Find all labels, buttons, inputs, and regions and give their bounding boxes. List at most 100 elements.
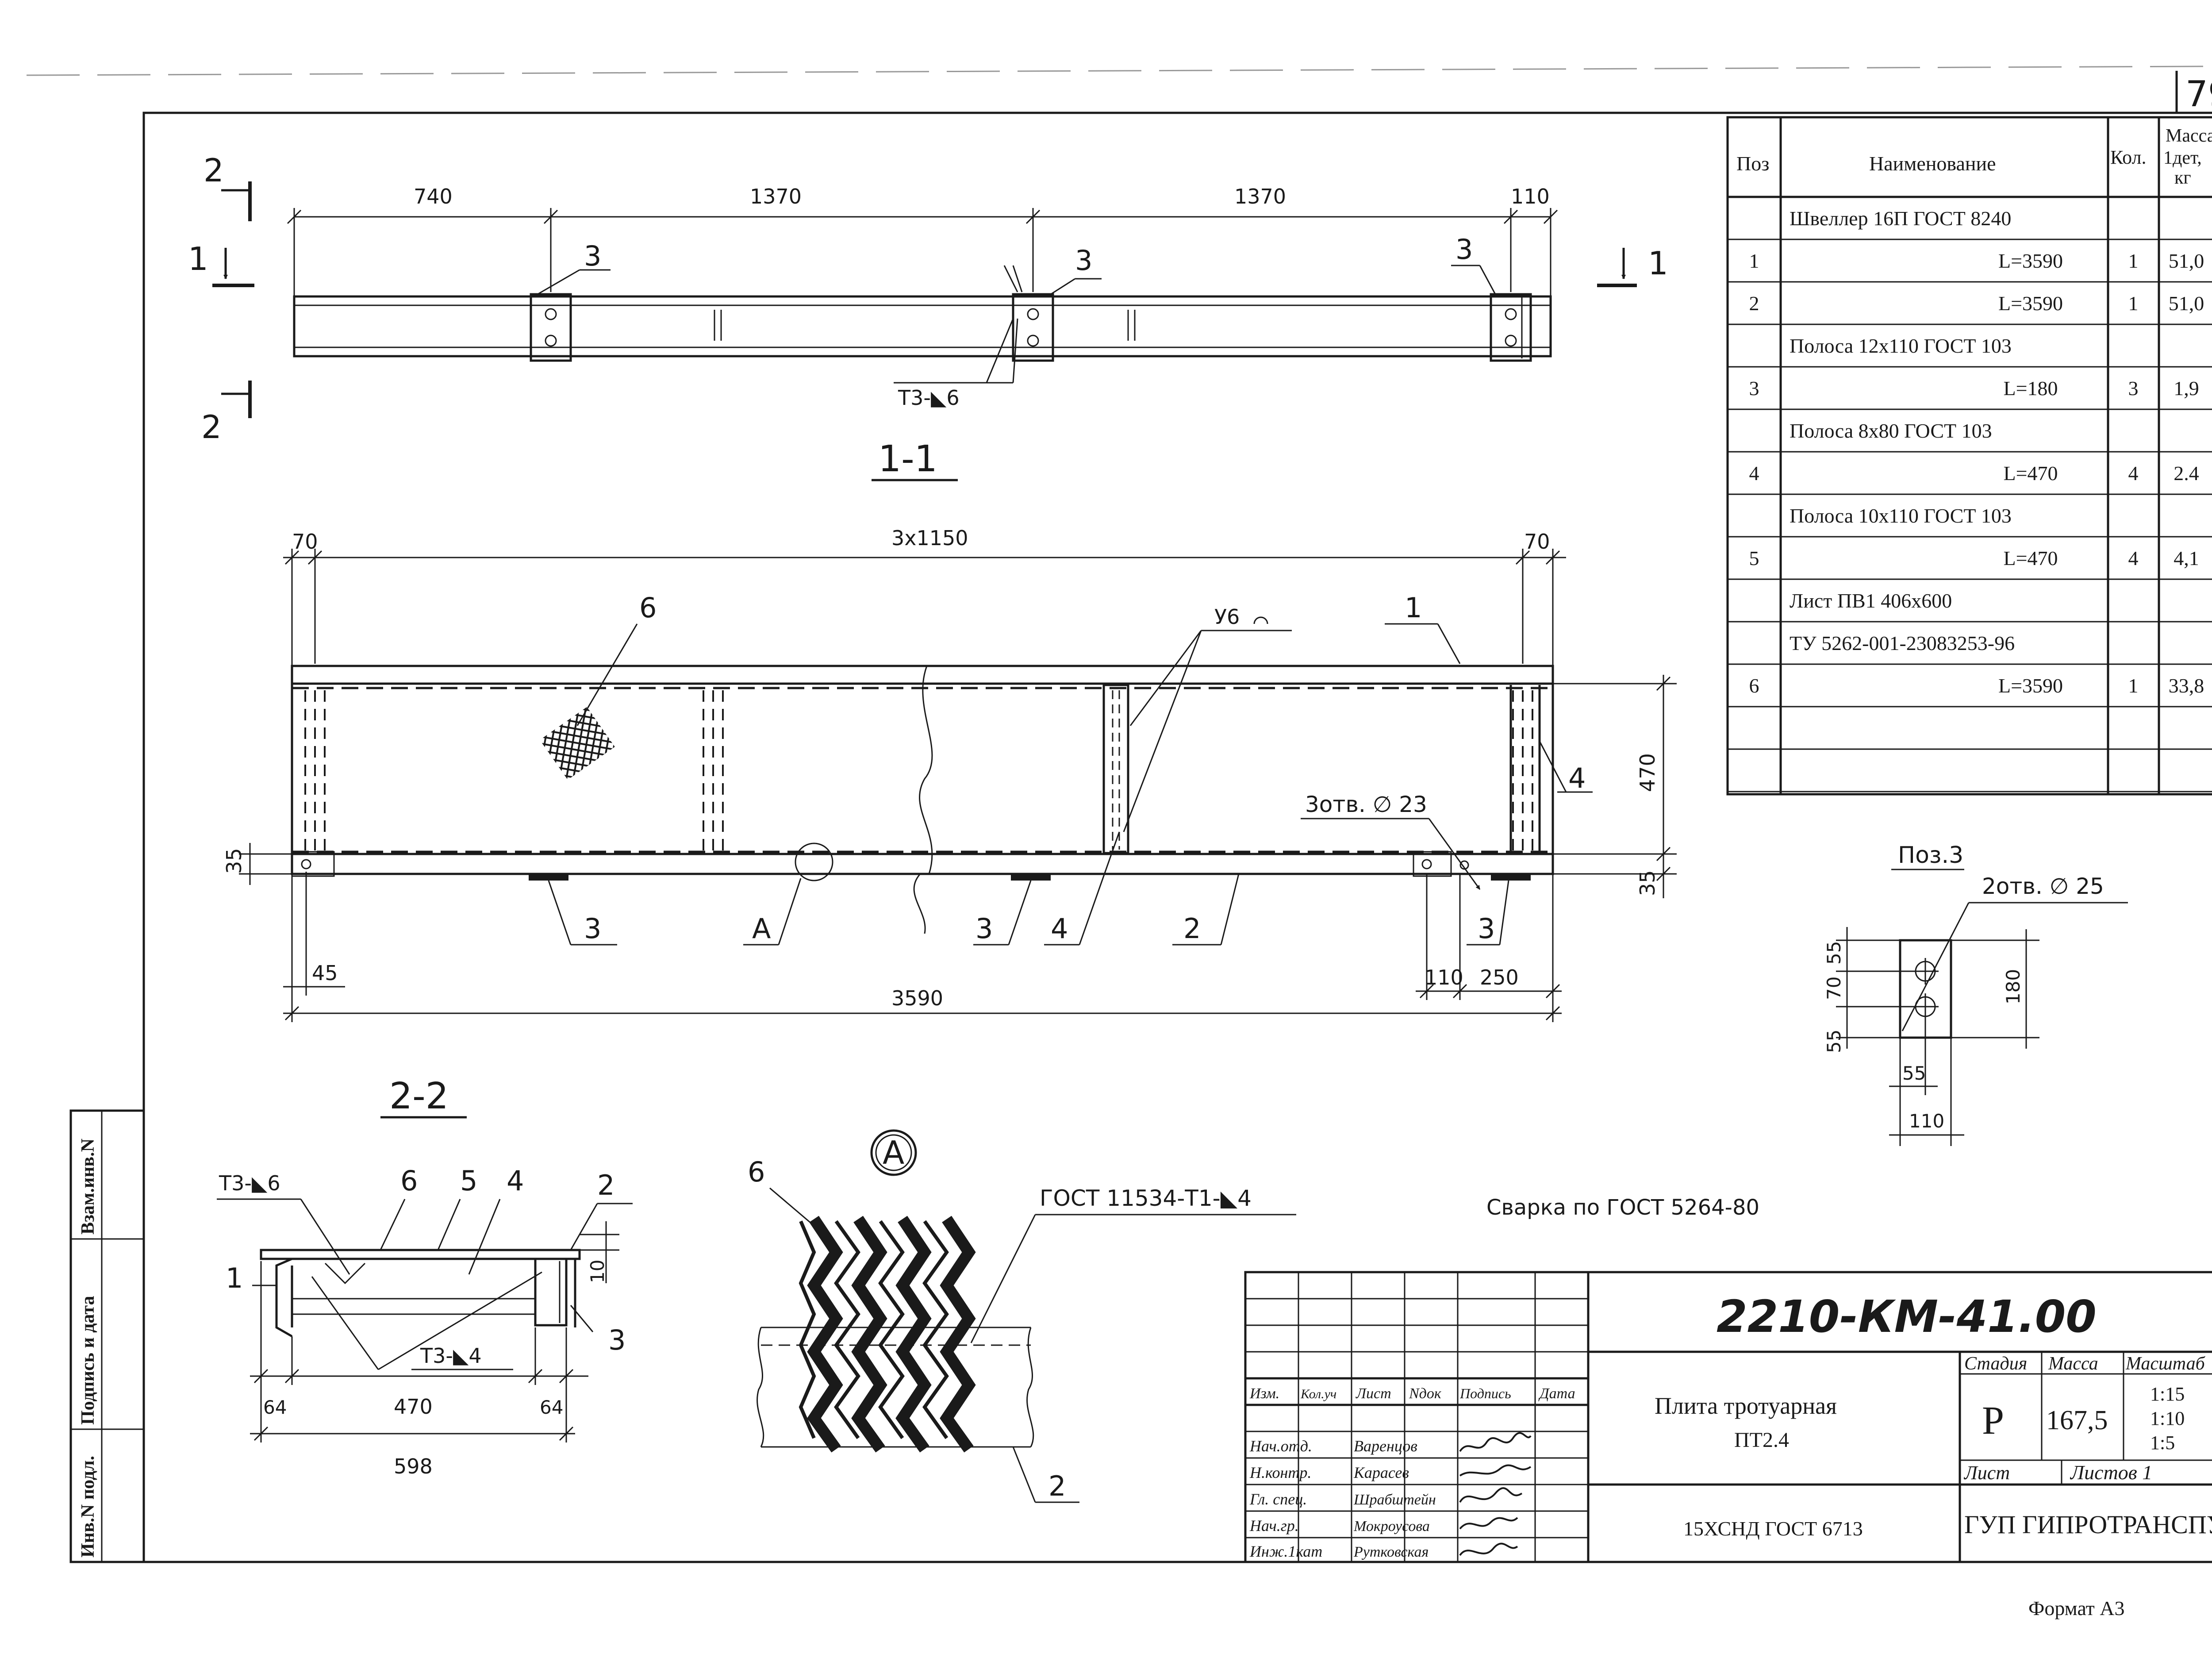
pos3-dim-55-top: 55	[1823, 941, 1845, 965]
pos3-dim-70: 70	[1823, 977, 1845, 1000]
title-name-line1: Плита тротуарная	[1655, 1392, 1837, 1419]
section-1-1-title: 1-1	[878, 438, 937, 480]
s22-dim-64-left: 64	[263, 1396, 287, 1418]
spec-cell-pos: 2	[1749, 292, 1759, 315]
svg-text:Мокроусова: Мокроусова	[1353, 1518, 1430, 1535]
title-scale-3: 1:5	[2150, 1432, 2175, 1454]
spec-cell-qty: 1	[2128, 250, 2139, 272]
s11-callout-a: А	[743, 878, 802, 946]
plan-callout-3b: 3	[1075, 244, 1092, 277]
s22-weld-bottom: Т3-◣4	[420, 1344, 482, 1368]
plan-dim-110: 110	[1511, 185, 1550, 208]
format-note: Формат А3	[2028, 1597, 2125, 1619]
svg-text:Нач.гр.: Нач.гр.	[1249, 1517, 1299, 1535]
rev-header-ndok: Nдок	[1409, 1385, 1442, 1402]
title-mass-value: 167,5	[2046, 1405, 2108, 1435]
spec-cell-qty: 1	[2128, 292, 2139, 315]
side-stamp: Инв.N подл. Подпись и дата Взам.инв.N	[69, 1109, 145, 1563]
section-2-2-title: 2-2	[389, 1075, 449, 1117]
spec-header-mass-1: Масса	[2166, 126, 2212, 146]
sheet-frame: 79	[26, 65, 2212, 1563]
spec-header-mass-3: кг	[2174, 168, 2191, 188]
spec-table: Поз Наименование Кол. Масса 1дет, кг Шве…	[1726, 116, 2212, 796]
title-stage-value: Р	[1982, 1399, 2004, 1442]
title-scale-label: Масштаб	[2125, 1354, 2206, 1374]
page-number: 79	[2185, 73, 2212, 115]
title-scale-2: 1:10	[2150, 1408, 2185, 1429]
spec-cell-pos: 6	[1749, 674, 1759, 697]
s11-callout-3-left: 3	[548, 880, 617, 946]
spec-cell-qty: 1	[2128, 674, 2139, 697]
pos3-dim-55-horiz: 55	[1902, 1062, 1926, 1084]
title-stage-label: Стадия	[1964, 1354, 2027, 1374]
plan-plate-2	[1012, 293, 1054, 362]
svg-text:Шрабштейн: Шрабштейн	[1353, 1492, 1436, 1508]
s22-dim-470: 470	[394, 1395, 433, 1419]
spec-cell-name: Лист ПВ1 406х600	[1790, 589, 1952, 612]
s11-dim-45: 45	[312, 961, 338, 985]
rev-header-izm: Изм.	[1249, 1385, 1279, 1402]
detail-a-gost-note: ГОСТ 11534-Т1-◣4	[1040, 1185, 1252, 1211]
spec-cell-name: L=3590	[1998, 674, 2063, 697]
s11-dim-110: 110	[1425, 965, 1463, 989]
svg-text:Н.контр.: Н.контр.	[1249, 1464, 1311, 1481]
s11-callout-1: 1	[1385, 592, 1461, 664]
spec-cell-name: L=180	[2003, 377, 2058, 400]
spec-cell-name: L=3590	[1998, 292, 2063, 315]
s11-callout-2: 2	[1172, 873, 1240, 946]
svg-text:А: А	[752, 912, 771, 945]
svg-text:Инж.1кат: Инж.1кат	[1249, 1542, 1322, 1560]
title-sheet-label: Лист	[1963, 1462, 2010, 1484]
spec-cell-mass: 4,1	[2174, 547, 2199, 569]
spec-cell-mass: 1,9	[2174, 377, 2199, 400]
pos3-dim-110: 110	[1909, 1110, 1944, 1132]
spec-cell-name: Полоса 10х110 ГОСТ 103	[1790, 504, 2012, 527]
s11-dim-3590: 3590	[891, 986, 943, 1010]
plan-plate-1	[530, 293, 572, 362]
spec-cell-mass: 33,8	[2169, 674, 2204, 697]
spec-header-pos: Поз	[1736, 152, 1769, 175]
s22-callout-5: 5	[460, 1165, 477, 1197]
title-material: 15ХСНД ГОСТ 6713	[1683, 1517, 1863, 1540]
section-marker-2-top: 2	[204, 152, 252, 221]
svg-text:Нач.отд.: Нач.отд.	[1249, 1437, 1312, 1455]
svg-text:Варенцов: Варенцов	[1354, 1437, 1417, 1455]
svg-text:1: 1	[1648, 245, 1668, 282]
pos3-holes-note: 2отв. ∅ 25	[1982, 873, 2104, 899]
s11-callout-4-mid: 4	[1044, 831, 1120, 946]
plan-callout-3c: 3	[1455, 233, 1473, 265]
spec-header-mass-2: 1дет,	[2163, 148, 2202, 168]
s22-callout-3: 3	[608, 1324, 626, 1356]
spec-cell-name: Полоса 12х110 ГОСТ 103	[1790, 335, 2012, 357]
detail-a-callout-6: 6	[748, 1156, 765, 1188]
title-block: 2210-КМ-41.00 Плита тротуарная ПТ2.4 15Х…	[1244, 1271, 2212, 1563]
spec-cell-pos: 5	[1749, 547, 1759, 569]
spec-cell-pos: 4	[1749, 462, 1759, 485]
title-doc-code: 2210-КМ-41.00	[1717, 1291, 2097, 1342]
s11-dim-70-right: 70	[1524, 530, 1550, 554]
pos3-detail: Поз.3 2отв. ∅ 25 55 70 55 180 55 110	[1823, 842, 2128, 1146]
svg-text:3: 3	[975, 912, 993, 945]
spec-cell-pos: 1	[1749, 250, 1759, 272]
section-marker-1-left: 1	[188, 240, 254, 287]
s22-weld-top: Т3-◣6	[219, 1171, 280, 1195]
spec-cell-mass: 51,0	[2169, 292, 2204, 315]
spec-header-name: Наименование	[1869, 152, 1996, 175]
svg-text:Карасев: Карасев	[1353, 1464, 1409, 1481]
plan-dim-1370a: 1370	[750, 185, 802, 208]
s22-callout-1: 1	[226, 1262, 243, 1294]
spec-cell-qty: 4	[2128, 547, 2139, 569]
s11-dim-35-right: 35	[1636, 870, 1659, 896]
detail-a: А 6 2 ГОСТ 11534-Т1-◣4	[748, 1129, 1296, 1503]
title-company: ГУП ГИПРОТРАНСПУТЬ	[1964, 1510, 2212, 1539]
spec-cell-name: Швеллер 16П ГОСТ 8240	[1790, 207, 2011, 230]
rev-header-data: Дата	[1538, 1385, 1575, 1402]
svg-text:4: 4	[1051, 912, 1068, 945]
s22-dim-10: 10	[587, 1260, 608, 1283]
svg-text:У6: У6	[1214, 605, 1240, 629]
s11-weld-u6: У6	[1123, 605, 1292, 832]
s11-dim-3x1150: 3x1150	[891, 526, 968, 550]
s22-dim-64-right: 64	[540, 1396, 563, 1418]
s22-callout-2: 2	[597, 1169, 614, 1201]
